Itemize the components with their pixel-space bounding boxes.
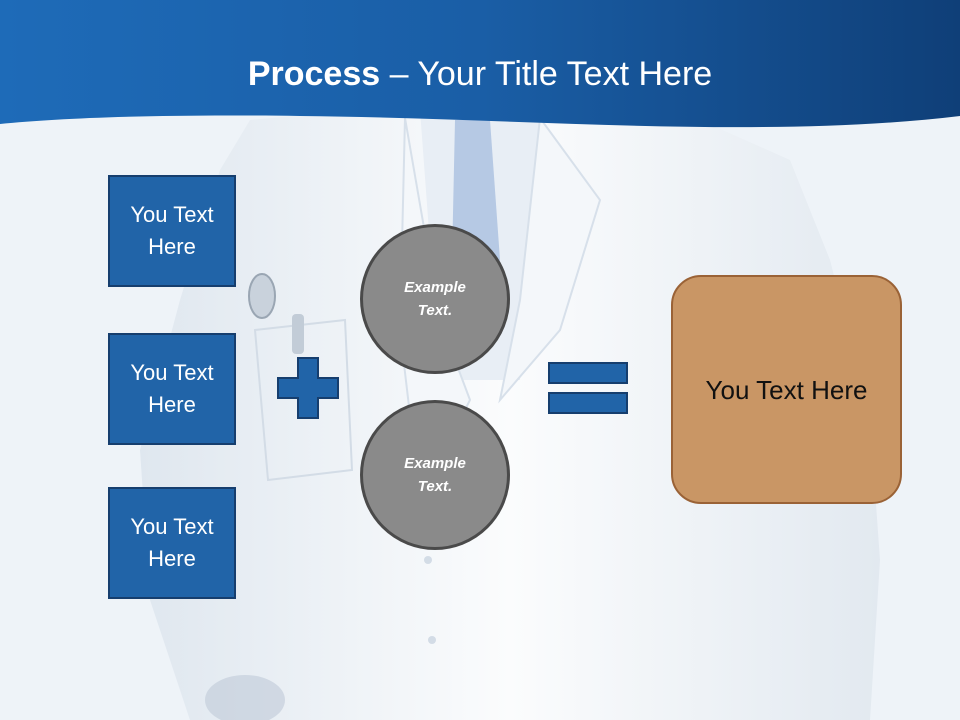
circle-label: Example Text. <box>404 455 466 495</box>
example-circle-2[interactable]: Example Text. <box>360 400 510 550</box>
title-rest: – Your Title Text Here <box>380 55 713 93</box>
slide-title: Process – Your Title Text Here <box>0 52 960 96</box>
input-box-1[interactable]: You Text Here <box>108 175 236 287</box>
circle-label: Example Text. <box>404 279 466 319</box>
equals-icon <box>548 362 628 414</box>
title-bold: Process <box>247 55 381 93</box>
result-box[interactable]: You Text Here <box>671 275 902 504</box>
plus-icon <box>277 357 339 419</box>
header-band <box>0 0 960 128</box>
input-box-2[interactable]: You Text Here <box>108 333 236 445</box>
example-circle-1[interactable]: Example Text. <box>360 224 510 374</box>
input-box-label: You Text Here <box>130 360 214 417</box>
input-box-label: You Text Here <box>130 202 214 259</box>
input-box-label: You Text Here <box>130 514 214 571</box>
result-label: You Text Here <box>705 374 868 405</box>
input-box-3[interactable]: You Text Here <box>108 487 236 599</box>
